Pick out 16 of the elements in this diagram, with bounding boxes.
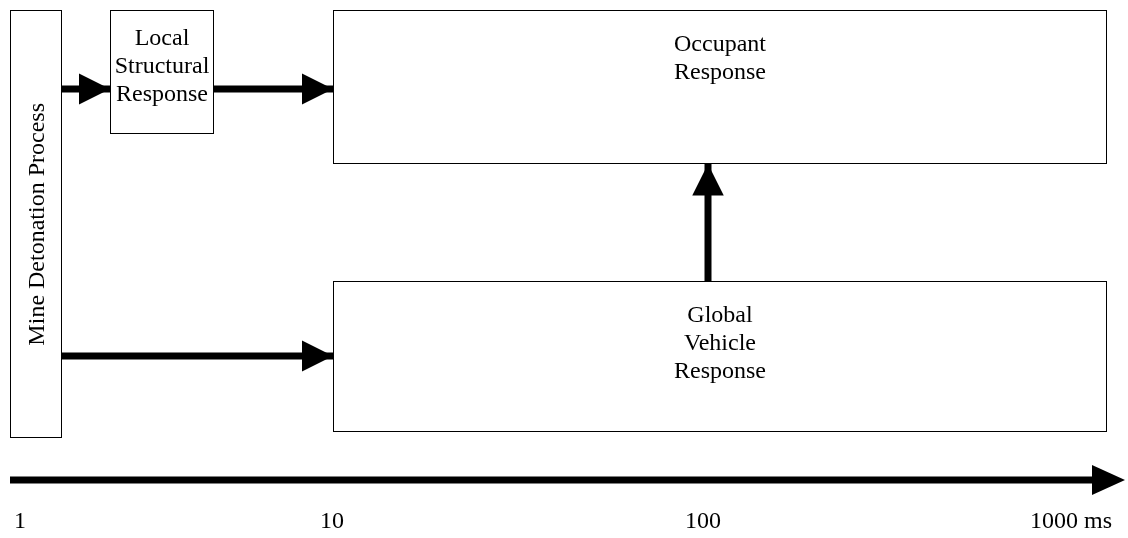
arrow [692,164,724,281]
node-text: Occupant Response [673,29,767,85]
axis-tick-label: 10 [320,506,344,534]
process-bar [10,10,62,438]
process-box [110,10,214,134]
axis-tick-label: 1000 ms [1030,506,1112,534]
process-box [333,281,1107,432]
arrow [62,73,110,105]
arrow [214,73,333,105]
arrow [62,340,333,372]
process-box [333,10,1107,164]
axis-tick-label: 100 [685,506,721,534]
node-text: Global Vehicle Response [673,300,767,384]
node-text: Local Structural Response [113,23,211,107]
axis-tick-label: 1 [14,506,26,534]
node-text: Mine Detonation Process [22,102,50,346]
